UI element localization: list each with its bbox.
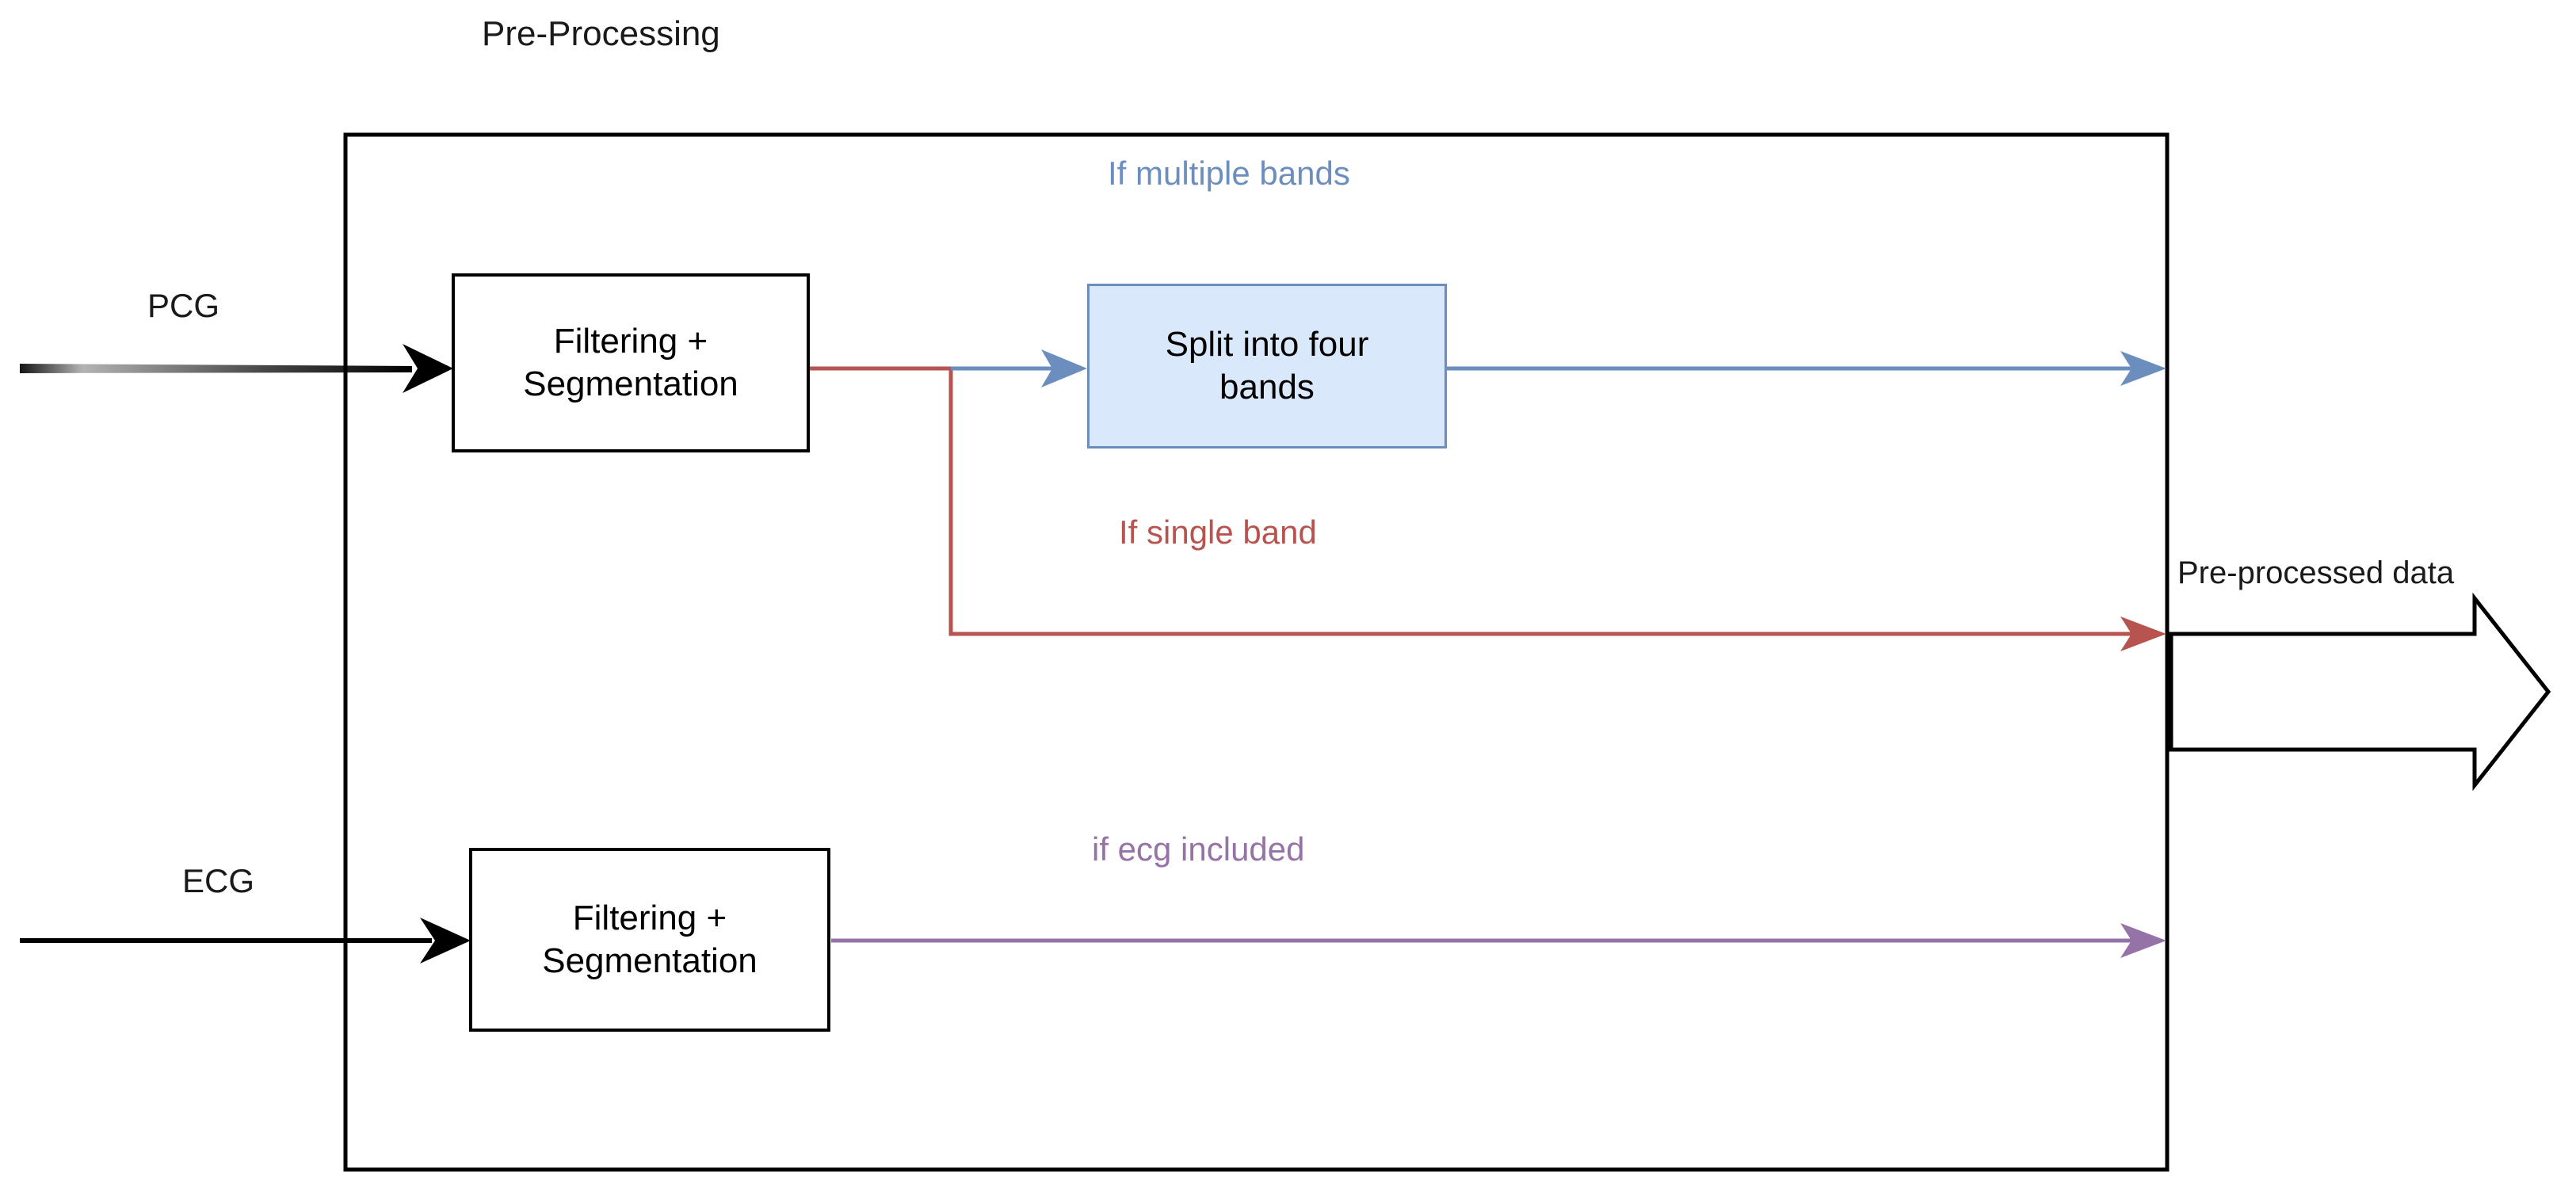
edge-ecg-included-path [831,923,2166,958]
output-label-pre-processed-data: Pre-processed data [2177,555,2455,590]
edge-label-if-ecg-included: if ecg included [1092,830,1305,868]
edge-label-if-multiple-bands: If multiple bands [1108,155,1350,192]
node-split-four-bands[interactable]: Split into four bands [1087,284,1447,448]
node-label-line2: Segmentation [523,364,738,403]
ecg-input-arrow [20,918,471,964]
edge-multiple-bands-path [951,349,1087,387]
node-label: Filtering + Segmentation [532,897,767,982]
node-label: Split into four bands [1156,323,1379,408]
node-label-line2: Segmentation [542,941,758,980]
pcg-input-arrow [20,344,453,393]
input-label-pcg: PCG [147,287,220,324]
node-label-line1: Filtering + [553,322,708,361]
pre-processing-container-border [343,132,2170,1172]
page-title: Pre-Processing [482,14,720,53]
edge-label-if-single-band: If single band [1119,513,1317,551]
node-filtering-segmentation-ecg[interactable]: Filtering + Segmentation [469,848,830,1032]
node-label-line2: bands [1219,368,1315,406]
node-label-line1: Filtering + [572,899,727,938]
node-label-line1: Split into four [1165,325,1369,364]
node-label: Filtering + Segmentation [513,320,748,405]
edge-single-band-path [810,366,2166,651]
pre-processed-data-block-arrow [2169,592,2551,792]
input-label-ecg: ECG [182,862,255,899]
edge-split-to-output-path [1447,351,2166,386]
node-filtering-segmentation-pcg[interactable]: Filtering + Segmentation [452,273,810,452]
